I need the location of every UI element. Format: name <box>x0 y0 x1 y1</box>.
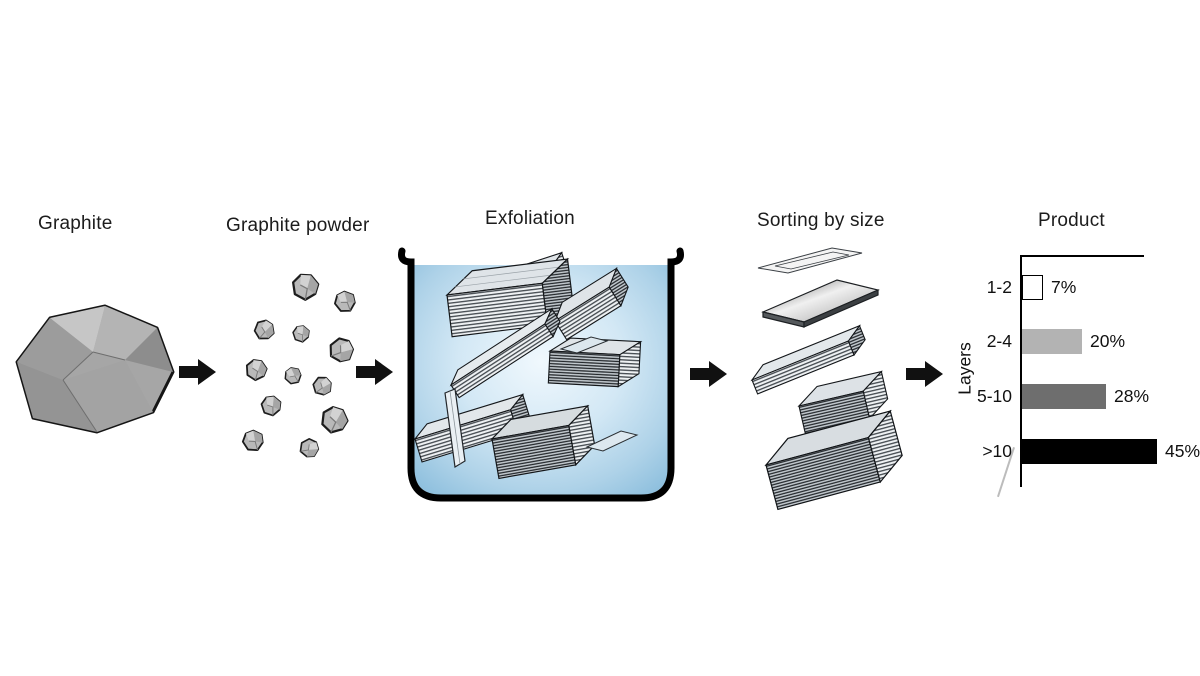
graphene-sheet <box>585 430 639 452</box>
chart-category-label: 1-2 <box>986 276 1012 297</box>
beaker-outline <box>398 247 684 502</box>
chart-top-axis-line <box>1020 255 1144 257</box>
graphene-flake <box>449 307 561 399</box>
chart-row: >10 45% <box>950 438 1200 464</box>
step-label-graphite: Graphite <box>38 213 113 234</box>
sorted-flake-medium-stack <box>797 370 889 434</box>
chart-value-label: 20% <box>1090 330 1126 351</box>
chart-y-axis-line <box>1020 255 1022 487</box>
chart-value-label: 28% <box>1114 385 1150 406</box>
step-label-exfoliation: Exfoliation <box>485 208 575 229</box>
graphite-powder-illustration <box>239 271 359 460</box>
graphite-rock-illustration <box>15 304 175 434</box>
sorted-flake-thinnest <box>757 247 863 274</box>
sorted-flake-plate <box>761 279 880 328</box>
chart-bar <box>1022 438 1157 464</box>
sorting-by-size-illustration <box>750 247 903 511</box>
chart-value-label: 7% <box>1051 276 1077 297</box>
chart-row: 2-4 20% <box>950 328 1125 354</box>
graphene-sheet <box>559 336 609 354</box>
graphene-flake <box>445 257 574 338</box>
chart-bar <box>1022 274 1043 300</box>
sorted-flake-thick-stack <box>764 409 903 511</box>
chart-row: 1-2 7% <box>950 274 1076 300</box>
chart-row: 5-10 28% <box>950 383 1149 409</box>
arrow-right-icon <box>906 361 943 387</box>
sorted-flake-thin-stack <box>750 324 866 395</box>
arrow-right-icon <box>179 359 216 385</box>
step-label-product: Product <box>1038 210 1105 231</box>
step-label-sorting: Sorting by size <box>757 210 885 231</box>
chart-bar <box>1022 383 1106 409</box>
graphene-blade <box>444 388 466 468</box>
chart-category-label: 2-4 <box>986 330 1012 351</box>
product-chart: Layers 1-2 7% 2-4 20% 5-10 28% >10 45% <box>950 243 1200 505</box>
graphene-flake <box>553 267 629 341</box>
arrow-right-icon <box>690 361 727 387</box>
graphene-flake <box>490 404 596 480</box>
arrow-right-icon <box>356 359 393 385</box>
step-label-powder: Graphite powder <box>226 215 370 236</box>
chart-category-label: >10 <box>982 440 1012 461</box>
chart-value-label: 45% <box>1165 440 1200 461</box>
chart-bar <box>1022 328 1082 354</box>
chart-category-label: 5-10 <box>976 385 1012 406</box>
exfoliation-beaker-illustration <box>398 247 684 502</box>
